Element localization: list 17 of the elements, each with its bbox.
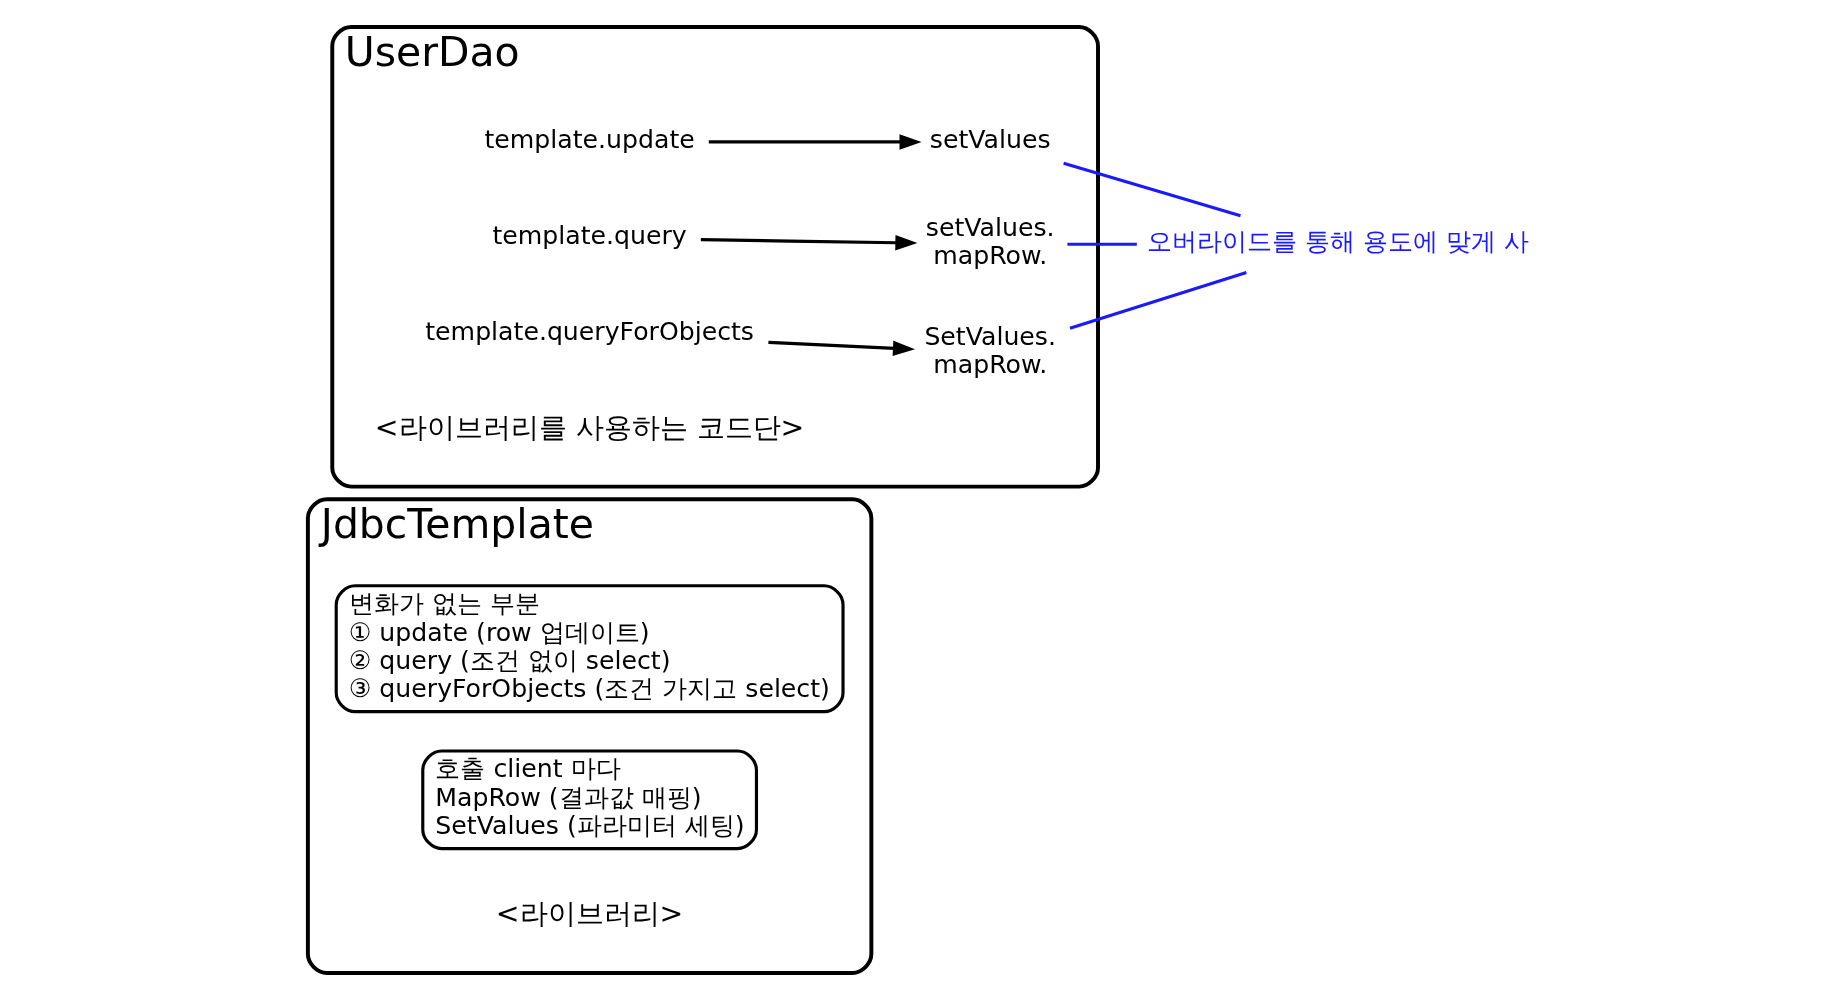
node-label: <라이브러리를 사용하는 코드단> [374,410,804,444]
node-text: template.update [483,124,695,154]
connector [1069,271,1247,330]
node-text: setValues. mapRow. [925,213,1055,271]
node-label: <라이브러리> [495,897,683,931]
node-text: 오버라이드를 통해 용도에 맞게 사 [1146,227,1529,257]
node-text: setValues [929,124,1051,154]
arrow [700,235,917,251]
connector [1066,242,1137,246]
arrow [708,134,922,150]
node-text: template.queryForObjects [424,316,754,346]
node-box: 변화가 없는 부분 ① update (row 업데이트) ② query (조건 없이 select) ③ queryForObjects (조건 가지고 select) [334,584,845,714]
connector [1062,161,1241,218]
node-text: template.query [491,220,687,250]
node-box: 호출 client 마다 MapRow (결과값 매핑) SetValues (파라미터 세팅) [420,749,758,851]
arrow [767,340,915,357]
node-text: SetValues. mapRow. [923,321,1056,379]
